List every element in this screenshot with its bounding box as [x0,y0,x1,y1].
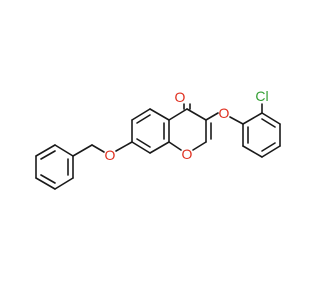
chemical-structure-diagram: O O O O Cl [35,88,281,190]
aryl-ether-linker [205,112,244,125]
benzyl-ether-oxygen-label: O [105,147,116,163]
benzyl-phenyl-ring [35,144,74,190]
ring-oxygen-label: O [182,146,193,162]
chromone-benzo-ring [131,108,170,154]
aryl-ether-oxygen-label: O [219,105,230,121]
benzyl-linker [72,141,133,157]
carbonyl-oxygen-label: O [175,89,186,105]
chlorine-label: Cl [255,88,268,104]
chromone-pyranone-ring [168,103,212,151]
chlorophenyl-ring [242,103,281,158]
